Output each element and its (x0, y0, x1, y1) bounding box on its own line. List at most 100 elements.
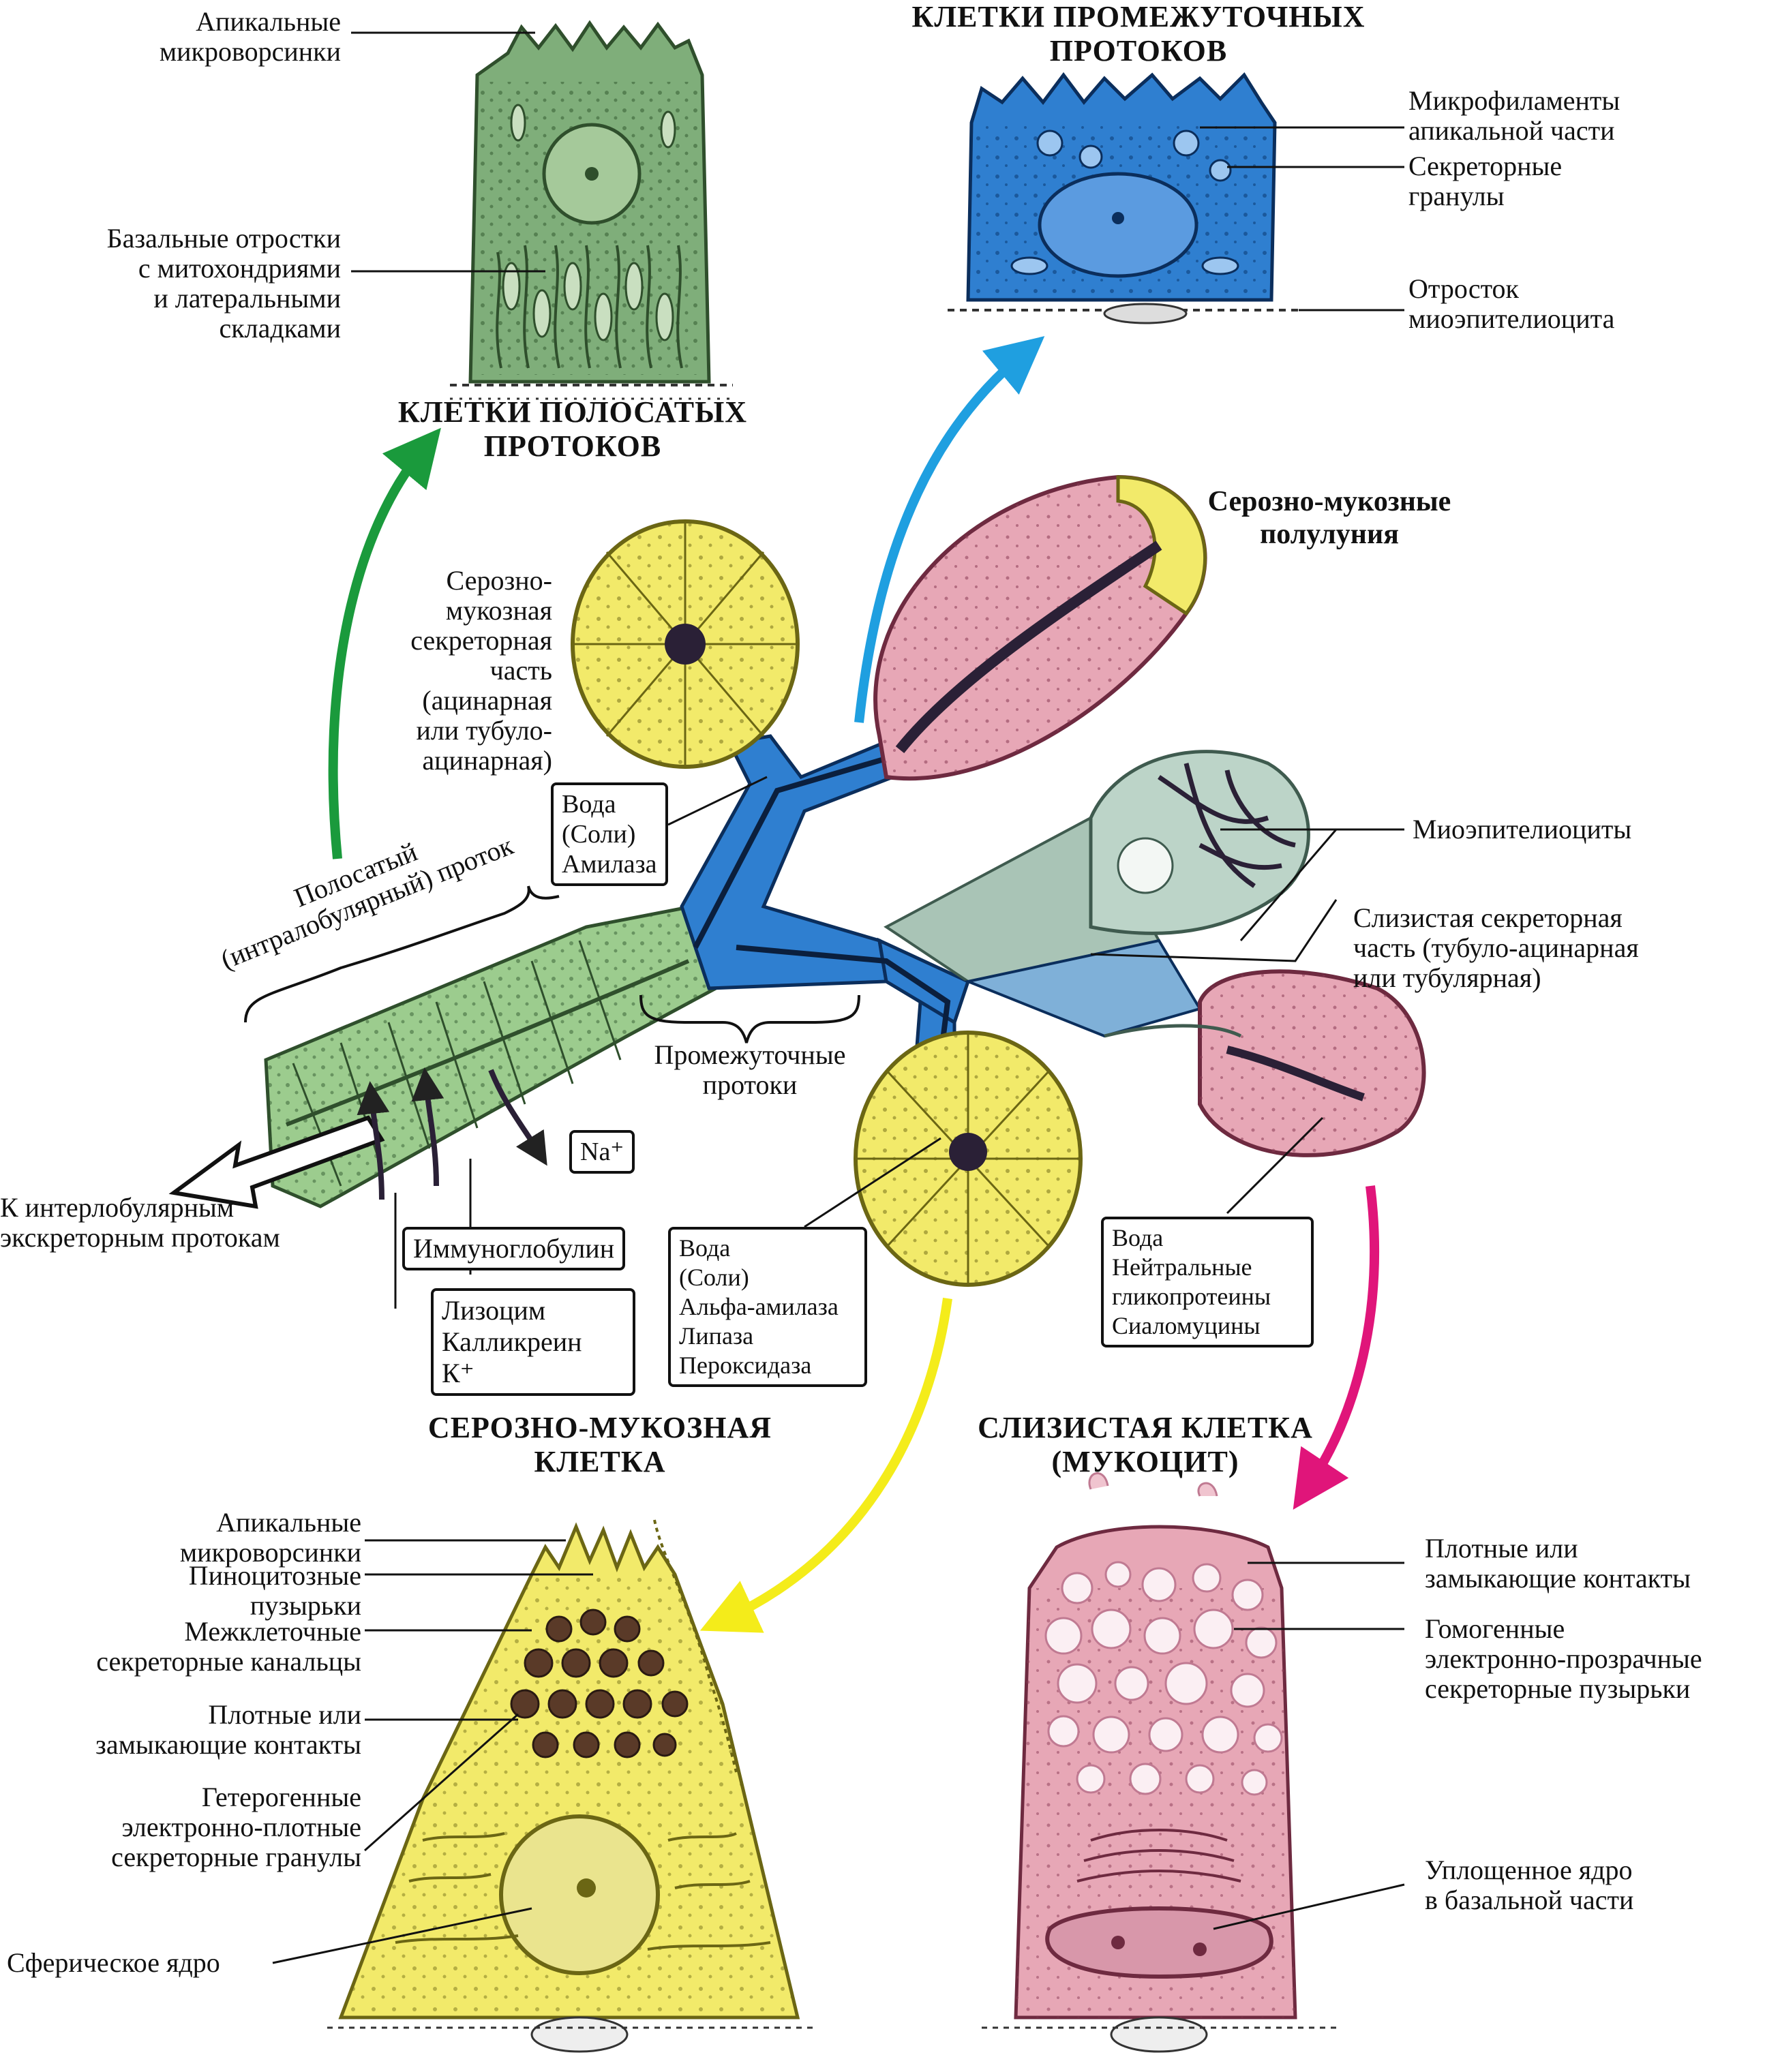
box-mucous-secretion: Вода Нейтральные гликопротеины Сиаломуци… (1101, 1217, 1314, 1347)
label-homogeneous-vesicles: Гомогенные электронно-прозрачные секрето… (1425, 1614, 1702, 1704)
green-arrow (328, 427, 441, 859)
label-tight-junctions-right: Плотные или замыкающие контакты (1425, 1534, 1691, 1594)
mucous-cell (982, 1472, 1336, 2053)
label-line: ацинарная) (422, 745, 552, 776)
label-tight-junctions-left: Плотные или замыкающие контакты (68, 1700, 361, 1760)
label-line: электронно-плотные (121, 1812, 361, 1842)
box-line: К⁺ (442, 1358, 474, 1388)
label-intercalated-ducts: Промежуточные протоки (614, 1040, 886, 1100)
label-line: секреторные пузырьки (1425, 1673, 1691, 1704)
label-mucous-part: Слизистая секреторная часть (тубуло-ацин… (1353, 903, 1639, 993)
title-line: КЛЕТКИ ПРОМЕЖУТОЧНЫХ (911, 0, 1366, 33)
label-line: Межклеточные (184, 1616, 361, 1647)
label-line: складками (219, 313, 341, 344)
title-striated-duct-cells: КЛЕТКИ ПОЛОСАТЫХ ПРОТОКОВ (368, 395, 777, 463)
label-line: электронно-прозрачные (1425, 1643, 1702, 1674)
label-line: Плотные или (208, 1699, 361, 1730)
box-line: Калликреин (442, 1326, 582, 1357)
label-apical-microvilli-bottom: Апикальные микроворсинки (102, 1508, 361, 1568)
label-seromucous-part: Серозно- мукозная секреторная часть (аци… (355, 566, 552, 776)
label-line: в базальной части (1425, 1885, 1634, 1915)
title-line: ПРОТОКОВ (1049, 34, 1228, 67)
label-line: пузырьки (250, 1590, 361, 1621)
outflow-arrow (168, 1115, 385, 1209)
label-line: Гетерогенные (201, 1782, 361, 1812)
label-line: секреторная (410, 625, 552, 656)
box-line: Пероксидаза (679, 1352, 812, 1379)
box-na: Na⁺ (569, 1130, 635, 1174)
label-line: замыкающие контакты (1425, 1563, 1691, 1594)
title-line: КЛЕТКА (534, 1445, 666, 1478)
label-line: Секреторные (1408, 151, 1563, 181)
label-line: апикальной части (1408, 115, 1615, 146)
label-line: Отросток (1408, 273, 1519, 304)
label-line: протоки (702, 1069, 798, 1100)
label-line: Пиноцитозные (188, 1560, 361, 1591)
label-line: микроворсинки (159, 36, 341, 67)
box-line: Альфа-амилаза (679, 1293, 839, 1320)
label-myoepithelial-process: Отросток миоэпителиоцита (1408, 274, 1614, 334)
title-intercalated-duct-cells: КЛЕТКИ ПРОМЕЖУТОЧНЫХ ПРОТОКОВ (879, 0, 1398, 68)
box-line: Лизоцим (442, 1295, 546, 1326)
box-line: Вода (562, 790, 616, 819)
label-line: экскреторным протокам (0, 1222, 280, 1253)
box-line: Амилаза (562, 850, 657, 879)
magenta-arrow (1293, 1185, 1379, 1510)
box-line: (Соли) (562, 820, 636, 849)
label-line: Плотные или (1425, 1533, 1578, 1564)
box-line: Вода (679, 1234, 731, 1262)
label-line: или тубуло- (416, 715, 552, 746)
label-line: Слизистая секреторная (1353, 902, 1623, 933)
box-line: гликопротеины (1112, 1283, 1271, 1310)
label-flattened-nucleus: Уплощенное ядро в базальной части (1425, 1855, 1633, 1915)
label-apical-microvilli-top: Апикальные микроворсинки (102, 7, 341, 67)
box-serous-secretion: Вода (Соли) Альфа-амилаза Липаза Перокси… (668, 1227, 867, 1387)
intercalated-duct-brace (639, 994, 860, 1043)
box-lysozyme: Лизоцим Калликреин К⁺ (431, 1288, 635, 1396)
box-immunoglobulin: Иммуноглобулин (402, 1227, 626, 1270)
label-line: микроворсинки (179, 1537, 361, 1568)
box-line: Нейтральные (1112, 1253, 1252, 1281)
title-demilunes: Серозно-мукозные полулуния (1173, 485, 1486, 551)
label-line: и латеральными (153, 283, 341, 314)
label-line: Микрофиламенты (1408, 85, 1620, 116)
label-line: миоэпителиоцита (1408, 303, 1615, 334)
label-intercellular-canaliculi: Межклеточные секреторные канальцы (68, 1617, 361, 1677)
label-line: часть (489, 655, 552, 686)
label-line: замыкающие контакты (95, 1729, 361, 1760)
label-spherical-nucleus: Сферическое ядро (7, 1947, 220, 1978)
striated-duct-cell (450, 20, 733, 400)
label-line: гранулы (1408, 181, 1505, 211)
label-line: мукозная (445, 595, 552, 626)
box-line: Липаза (679, 1322, 754, 1350)
box-line: Вода (1112, 1224, 1164, 1251)
label-line: с митохондриями (138, 253, 341, 284)
label-microfilaments: Микрофиламенты апикальной части (1408, 86, 1620, 146)
seromucous-cell (327, 1519, 818, 2053)
label-line: Гомогенные (1425, 1613, 1565, 1644)
title-line: СЕРОЗНО-МУКОЗНАЯ (427, 1411, 772, 1444)
label-line: секреторные канальцы (96, 1646, 361, 1677)
title-line: КЛЕТКИ ПОЛОСАТЫХ (397, 395, 748, 429)
title-line: Серозно-мукозные (1207, 486, 1451, 517)
leader-lines (272, 31, 1405, 1964)
yellow-arrow (699, 1298, 952, 1633)
label-interlobular: К интерлобулярным экскреторным протокам (0, 1193, 280, 1253)
title-seromucous-cell: СЕРОЗНО-МУКОЗНАЯ КЛЕТКА (389, 1411, 811, 1479)
title-line: ПРОТОКОВ (483, 429, 662, 463)
label-line: Промежуточные (654, 1039, 846, 1070)
label-line: Серозно- (446, 565, 552, 596)
label-line: или тубулярная) (1353, 962, 1541, 993)
label-myoepitheliocytes: Миоэпителиоциты (1413, 814, 1632, 844)
label-line: секреторные гранулы (111, 1842, 361, 1872)
intercalated-duct-cell (948, 72, 1299, 324)
label-pinocytotic: Пиноцитозные пузырьки (102, 1561, 361, 1621)
label-line: (ацинарная (422, 685, 552, 716)
title-line: (МУКОЦИТ) (1051, 1445, 1239, 1478)
label-heterogeneous-granules: Гетерогенные электронно-плотные секретор… (41, 1782, 361, 1872)
title-line: СЛИЗИСТАЯ КЛЕТКА (978, 1411, 1313, 1444)
box-water-amylase: Вода (Соли) Амилаза (551, 782, 668, 886)
label-line: К интерлобулярным (0, 1192, 235, 1223)
box-line: (Соли) (679, 1264, 749, 1291)
